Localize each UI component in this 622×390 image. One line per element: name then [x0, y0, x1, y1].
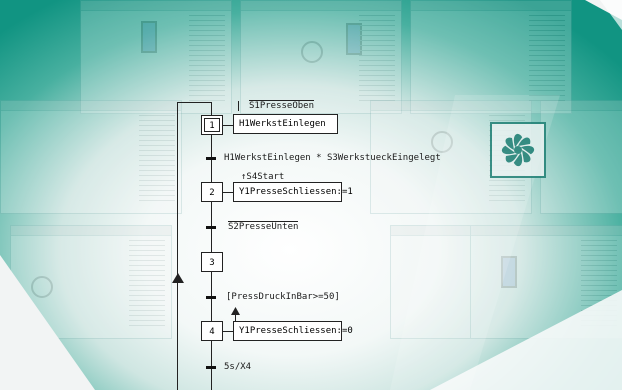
loopback-arrow: [172, 273, 184, 283]
step-4-action-link: [223, 331, 233, 333]
step-1[interactable]: 1: [201, 115, 223, 135]
loopback-top: [177, 102, 211, 104]
loopback-line: [177, 102, 179, 390]
transition-2[interactable]: [206, 226, 216, 229]
main-line: [211, 102, 213, 390]
transition-label-t2: S2PresseUnten: [228, 221, 299, 232]
step-2[interactable]: 2: [201, 182, 223, 202]
transition-label-t3: [PressDruckInBar>=50]: [226, 292, 340, 302]
fan-icon: [490, 122, 546, 178]
action-2[interactable]: Y1PresseSchliessen:=1: [233, 182, 353, 202]
transition-label-t0: S1PresseOben: [249, 100, 315, 111]
transition-label-t1-sub: ↑S4Start: [241, 172, 285, 182]
action-1[interactable]: H1WerkstEinlegen: [233, 114, 338, 134]
step-1-action-link: [223, 125, 233, 127]
transition-4[interactable]: [206, 366, 216, 369]
step-4[interactable]: 4: [201, 321, 223, 341]
transition-label-t1: H1WerkstEinlegen * S3WerkstueckEingelegt: [224, 153, 441, 163]
step-2-action-link: [223, 192, 233, 194]
step-3[interactable]: 3: [201, 252, 223, 272]
transition-3[interactable]: [206, 296, 216, 299]
transition-1[interactable]: [206, 157, 216, 160]
transition-label-t4: 5s/X4: [224, 362, 252, 372]
action-4[interactable]: Y1PresseSchliessen:=0: [233, 321, 353, 341]
ghost-hmi-row-top: [0, 0, 622, 114]
step-4-arrow: [231, 307, 240, 315]
step-4-arrow-line: [235, 312, 237, 322]
step-1-number: 1: [204, 118, 220, 132]
t0-mark: [238, 101, 240, 111]
